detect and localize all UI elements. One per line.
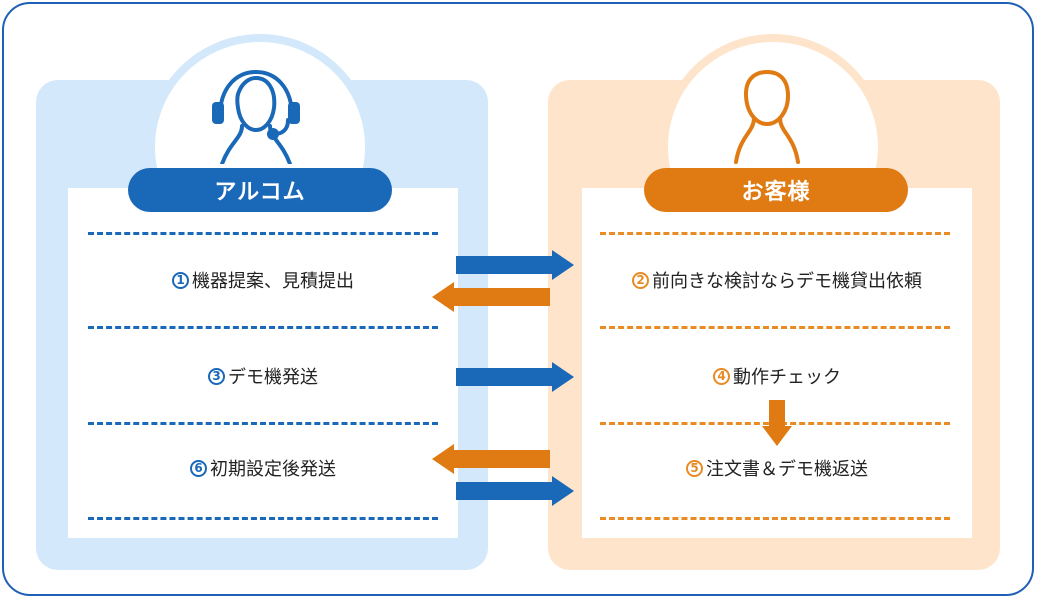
arrow-right-icon [456, 476, 574, 506]
step-4: 4 動作チェック [582, 364, 972, 388]
arrow-right-icon [456, 250, 574, 280]
divider [88, 422, 438, 425]
step-text: 機器提案、見積提出 [192, 271, 354, 292]
arrow-right-icon [456, 362, 574, 392]
alcom-title: アルコム [128, 168, 392, 212]
divider [600, 232, 950, 235]
divider [88, 232, 438, 235]
step-number: 4 [713, 367, 730, 385]
step-number: 1 [172, 271, 189, 289]
step-text: 前向きな検討ならデモ機貸出依頼 [652, 271, 922, 292]
divider [600, 517, 950, 520]
divider [88, 326, 438, 329]
step-text: 注文書＆デモ機返送 [706, 459, 868, 480]
divider [88, 517, 438, 520]
step-6: 6 初期設定後発送 [68, 456, 458, 480]
customer-title: お客様 [644, 168, 908, 212]
step-text: 初期設定後発送 [210, 459, 336, 480]
customer-card [582, 188, 972, 538]
step-5: 5 注文書＆デモ機返送 [582, 456, 972, 480]
step-number: 6 [190, 459, 207, 477]
customer-person-icon [734, 69, 800, 164]
step-text: 動作チェック [733, 367, 841, 388]
arrow-left-icon [432, 282, 550, 312]
alcom-card [68, 188, 458, 538]
arrow-down-icon [762, 400, 792, 446]
step-3: 3 デモ機発送 [68, 364, 458, 388]
divider [600, 326, 950, 329]
step-number: 5 [686, 459, 703, 477]
step-number: 2 [632, 271, 649, 289]
step-1: 1 機器提案、見積提出 [68, 268, 458, 292]
step-number: 3 [208, 367, 225, 385]
step-2: 2 前向きな検討ならデモ機貸出依頼 [582, 268, 972, 292]
arrow-left-icon [432, 444, 550, 474]
headset-operator-icon [212, 69, 300, 164]
step-text: デモ機発送 [228, 367, 318, 388]
